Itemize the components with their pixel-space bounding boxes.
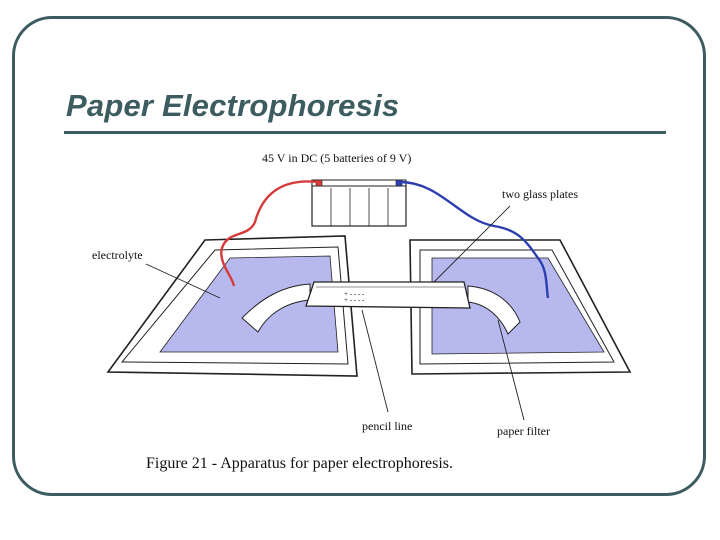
title-underline: [64, 131, 666, 134]
paper-filter-strip: [241, 283, 521, 335]
glass-plates: + - - - - + - - - -: [305, 281, 471, 309]
slide-title: Paper Electrophoresis: [66, 88, 400, 123]
label-paper-filter: paper filter: [497, 424, 550, 438]
label-pencil-line: pencil line: [362, 419, 412, 433]
label-glass-plates: two glass plates: [502, 187, 578, 201]
svg-text:+ - - - -: + - - - -: [344, 296, 365, 304]
label-power: 45 V in DC (5 batteries of 9 V): [262, 151, 411, 165]
battery-pack: [311, 179, 407, 227]
positive-wire: [220, 180, 319, 287]
pointer-lines: [145, 205, 525, 421]
negative-wire: [399, 180, 550, 299]
left-electrolyte: [159, 255, 339, 353]
figure-caption: Figure 21 - Apparatus for paper electrop…: [146, 455, 453, 472]
right-electrolyte: [431, 257, 605, 355]
svg-text:+ - - - -: + - - - -: [344, 290, 365, 298]
right-tray: [409, 239, 632, 375]
slide-frame: [12, 16, 706, 496]
label-electrolyte: electrolyte: [92, 248, 143, 262]
left-tray: [106, 235, 358, 377]
